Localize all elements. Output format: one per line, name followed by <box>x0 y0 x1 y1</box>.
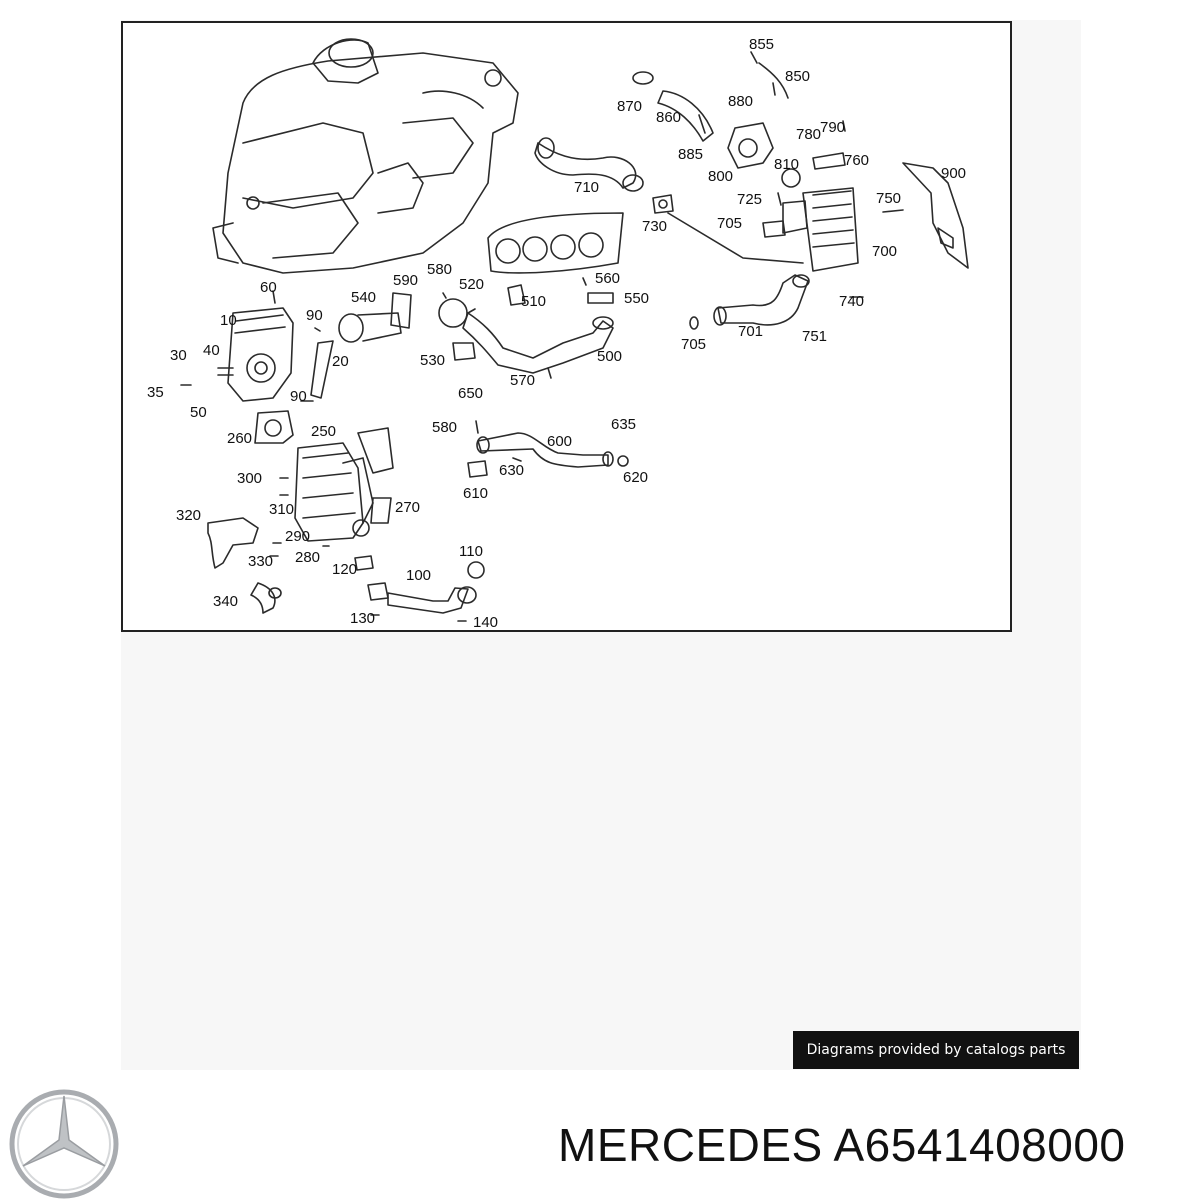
callout-label: 850 <box>785 68 811 85</box>
fasteners <box>180 51 904 622</box>
callout-label: 790 <box>820 119 846 136</box>
coolant-hose-320 <box>207 517 282 614</box>
callout-label: 90 <box>290 388 307 405</box>
callout-label: 630 <box>499 462 525 479</box>
callout-label: 800 <box>708 168 734 185</box>
callout-label: 701 <box>738 323 764 340</box>
callout-label: 751 <box>802 328 828 345</box>
callout-label: 320 <box>176 507 202 524</box>
callout-label: 750 <box>876 190 902 207</box>
callout-label: 90 <box>306 307 323 324</box>
exhaust-pipe-500 <box>338 284 614 374</box>
callout-label: 705 <box>717 215 743 232</box>
callout-label: 60 <box>260 279 277 296</box>
callout-label: 40 <box>203 342 220 359</box>
callout-label: 620 <box>623 469 649 486</box>
callout-label: 880 <box>728 93 754 110</box>
callout-label: 290 <box>285 528 311 545</box>
callout-label: 310 <box>269 501 295 518</box>
callout-label: 10 <box>220 312 237 329</box>
parts-drawing <box>180 38 969 622</box>
callout-label: 760 <box>844 152 870 169</box>
callout-label: 300 <box>237 470 263 487</box>
callout-label: 725 <box>737 191 763 208</box>
callout-label: 340 <box>213 593 239 610</box>
callout-label: 730 <box>642 218 668 235</box>
callout-label: 250 <box>311 423 337 440</box>
part-number: A6541408000 <box>833 1119 1126 1171</box>
coolant-pipe-600 <box>467 432 629 478</box>
callout-label: 120 <box>332 561 358 578</box>
callout-label: 20 <box>332 353 349 370</box>
callout-label: 500 <box>597 348 623 365</box>
part-title: MERCEDES A6541408000 <box>558 1118 1125 1172</box>
callout-label: 330 <box>248 553 274 570</box>
callout-label: 810 <box>774 156 800 173</box>
callout-label: 900 <box>941 165 967 182</box>
callout-label: 860 <box>656 109 682 126</box>
callout-label: 590 <box>393 272 419 289</box>
egr-pipe-100 <box>354 555 485 614</box>
particle-filter-assembly <box>212 38 519 274</box>
callout-label: 780 <box>796 126 822 143</box>
callout-label: 580 <box>427 261 453 278</box>
callout-label: 600 <box>547 433 573 450</box>
callout-label: 100 <box>406 567 432 584</box>
egr-cooler-250 <box>294 427 394 542</box>
callout-label: 560 <box>595 270 621 287</box>
credit-banner: Diagrams provided by catalogs parts <box>793 1031 1079 1069</box>
callout-label: 635 <box>611 416 637 433</box>
exhaust-manifold <box>487 212 624 274</box>
callout-label: 885 <box>678 146 704 163</box>
callout-label: 35 <box>147 384 164 401</box>
callout-label: 110 <box>459 543 483 560</box>
callout-label: 540 <box>351 289 377 306</box>
callout-label: 570 <box>510 372 536 389</box>
callout-label: 610 <box>463 485 489 502</box>
callout-label: 140 <box>473 614 499 631</box>
callout-label: 130 <box>350 610 376 627</box>
callout-label: 705 <box>681 336 707 353</box>
coolant-pipe-701 <box>689 274 810 330</box>
callout-label: 260 <box>227 430 253 447</box>
callout-label: 740 <box>839 293 865 310</box>
callout-label: 270 <box>395 499 421 516</box>
egr-cooler-700 <box>667 162 969 272</box>
callout-label: 530 <box>420 352 446 369</box>
callout-label: 50 <box>190 404 207 421</box>
callout-label: 510 <box>521 293 547 310</box>
callout-label: 30 <box>170 347 187 364</box>
callout-label: 520 <box>459 276 485 293</box>
callout-label: 700 <box>872 243 898 260</box>
callout-label: 710 <box>574 179 600 196</box>
egr-pipe-710 <box>534 137 674 214</box>
callout-label: 870 <box>617 98 643 115</box>
callout-label: 855 <box>749 36 775 53</box>
mercedes-star-icon <box>9 1089 119 1199</box>
callout-label: 580 <box>432 419 458 436</box>
brand-name: MERCEDES <box>558 1119 823 1171</box>
callout-label: 550 <box>624 290 650 307</box>
callout-label: 650 <box>458 385 484 402</box>
gasket-260 <box>254 410 294 444</box>
callout-label: 280 <box>295 549 321 566</box>
egr-valve-upper <box>632 62 846 188</box>
egr-valve-10 <box>217 307 334 402</box>
